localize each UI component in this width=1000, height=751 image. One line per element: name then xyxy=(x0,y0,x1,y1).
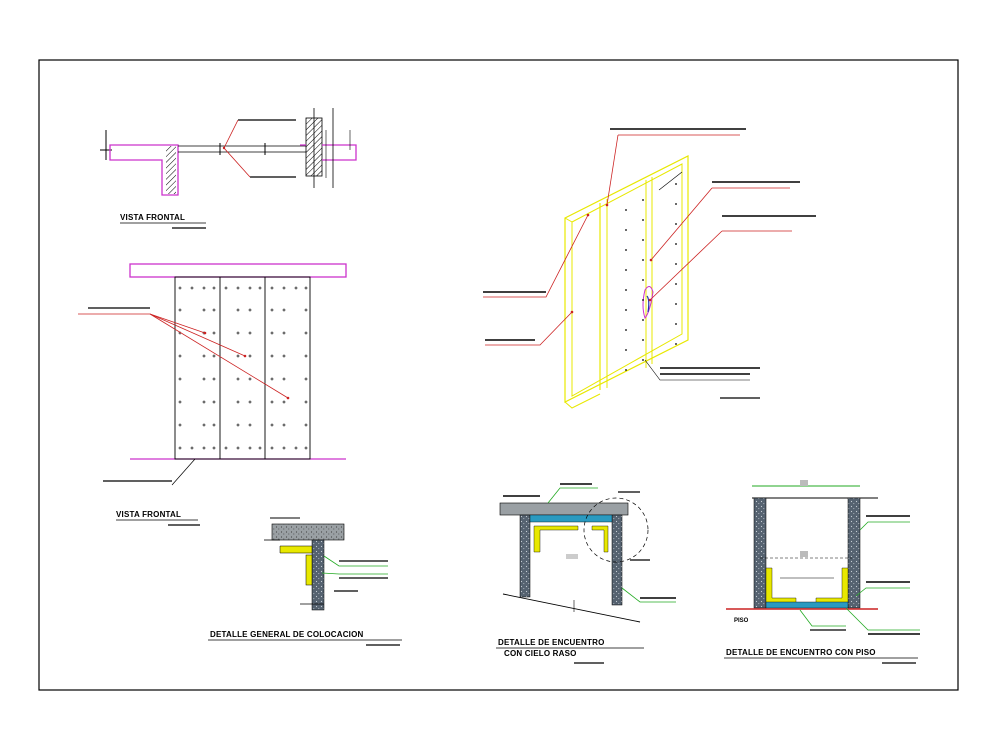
caption-encuentro-piso: DETALLE DE ENCUENTRO CON PISO xyxy=(726,648,876,657)
fastener-dot xyxy=(675,263,677,265)
fastener-dot xyxy=(675,203,677,205)
fastener-dot xyxy=(642,359,644,361)
fastener-dot xyxy=(642,219,644,221)
fastener-dot xyxy=(642,199,644,201)
fastener-dot xyxy=(675,223,677,225)
sheet-border xyxy=(38,59,959,691)
fastener-dot xyxy=(625,329,627,331)
caption-encuentro-cielo-line1: DETALLE DE ENCUENTRO xyxy=(498,638,605,647)
fastener-dot xyxy=(625,229,627,231)
fastener-dot xyxy=(642,239,644,241)
detalle-encuentro-piso: PISO DETALLE DE ENCUENTRO CON PISO xyxy=(724,480,920,664)
fastener-dot xyxy=(675,323,677,325)
fastener-dot xyxy=(625,349,627,351)
fastener-dot xyxy=(675,183,677,185)
fastener-dot xyxy=(625,249,627,251)
fastener-dot xyxy=(642,319,644,321)
fastener-dot xyxy=(642,279,644,281)
fastener-dot xyxy=(625,209,627,211)
detalle-encuentro-cielo-raso: DETALLE DE ENCUENTRO CON CIELO RASO xyxy=(496,483,676,664)
caption-vista-frontal-bottom: VISTA FRONTAL xyxy=(116,510,181,519)
fastener-dot xyxy=(625,309,627,311)
piso-label: PISO xyxy=(734,618,749,624)
fastener-dot xyxy=(625,289,627,291)
caption-vista-frontal-top: VISTA FRONTAL xyxy=(120,213,185,222)
isometric-panel-detail xyxy=(483,128,816,409)
fastener-dot xyxy=(675,283,677,285)
fastener-dot xyxy=(625,269,627,271)
fastener-dot xyxy=(675,243,677,245)
fastener-dot xyxy=(642,339,644,341)
fastener-dot xyxy=(642,299,644,301)
fastener-dot xyxy=(642,259,644,261)
plan-view-detail: VISTA FRONTAL xyxy=(100,108,357,229)
frontal-elevation-detail: VISTA FRONTAL xyxy=(78,263,347,526)
fastener-dot xyxy=(675,343,677,345)
caption-detalle-colocacion: DETALLE GENERAL DE COLOCACION xyxy=(210,630,364,639)
detalle-colocacion: DETALLE GENERAL DE COLOCACION xyxy=(208,517,402,646)
fastener-dot xyxy=(625,369,627,371)
fastener-dot xyxy=(675,303,677,305)
caption-encuentro-cielo-line2: CON CIELO RASO xyxy=(504,649,577,658)
